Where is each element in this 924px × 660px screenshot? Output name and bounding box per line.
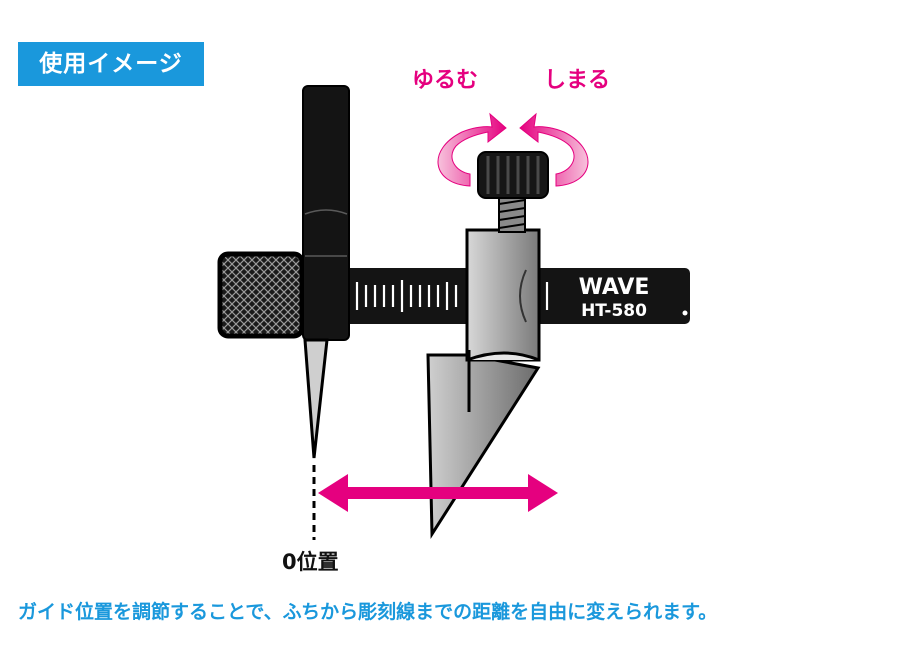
- description-caption: ガイド位置を調節することで、ふちから彫刻線までの距離を自由に変えられます。: [18, 601, 718, 623]
- ruler-model-text: HT-580: [581, 301, 647, 321]
- thumbscrew: [477, 151, 549, 233]
- cutter-blade: [426, 353, 541, 539]
- guide-post: [302, 85, 350, 540]
- distance-double-arrow-icon: [318, 474, 558, 512]
- tighten-label: しまる: [544, 68, 611, 93]
- section-badge: 使用イメージ: [18, 42, 204, 86]
- guide-knob: [217, 251, 305, 339]
- zero-position-label: 0位置: [282, 550, 339, 574]
- loosen-label: ゆるむ: [412, 68, 479, 93]
- ruler-brand-text: WAVE: [579, 275, 650, 300]
- loosen-arrow-icon: [437, 112, 507, 187]
- tighten-arrow-icon: [519, 112, 589, 187]
- slide-block: [465, 228, 541, 412]
